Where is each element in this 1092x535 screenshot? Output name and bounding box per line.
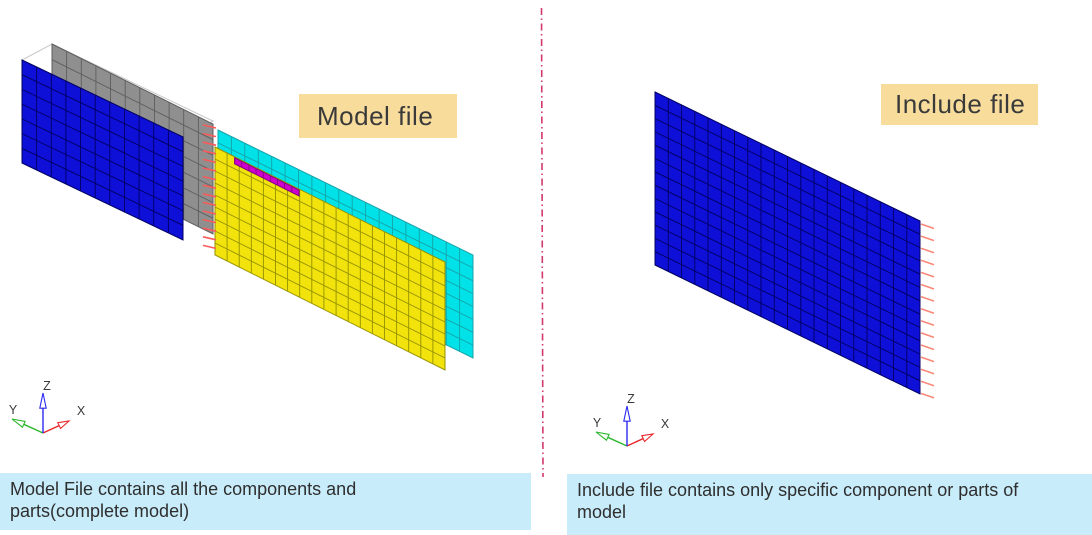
- axis-label-y: Y: [593, 416, 602, 430]
- axis-triad-model-file: X Y Z: [9, 379, 86, 434]
- axis-label-x: X: [77, 404, 86, 418]
- axis-y-arrow: [607, 436, 628, 447]
- plate-seam-weld-magenta: [234, 156, 300, 197]
- axis-y-arrowhead: [11, 418, 26, 429]
- model-file-caption-text: Model File contains all the components a…: [10, 479, 357, 521]
- axis-label-x: X: [661, 417, 670, 431]
- include-file-label: Include file: [881, 84, 1038, 125]
- axis-z-arrowhead: [39, 392, 47, 409]
- axis-label-y: Y: [9, 403, 18, 417]
- connector-ticks-right: [920, 223, 935, 399]
- axis-z-arrowhead: [623, 405, 631, 422]
- axis-x-arrowhead: [56, 420, 71, 430]
- axis-x-arrow: [626, 437, 644, 447]
- plate-front-panel-yellow: [214, 146, 446, 371]
- axis-y-arrowhead: [595, 431, 610, 442]
- connector-ticks-left: [202, 124, 217, 250]
- plate-include-panel-blue: [654, 91, 921, 395]
- model-file-label: Model file: [299, 94, 457, 138]
- divider-line: [540, 7, 544, 478]
- include-file-caption-text: Include file contains only specific comp…: [577, 480, 1019, 522]
- axis-x-arrow: [42, 424, 60, 434]
- axis-label-z: Z: [627, 392, 635, 406]
- plate-front-web-blue: [21, 59, 184, 241]
- axis-x-arrowhead: [640, 433, 655, 443]
- model-file-caption: Model File contains all the components a…: [0, 473, 531, 530]
- axis-label-z: Z: [43, 379, 51, 393]
- axis-triad-include-file: X Y Z: [593, 392, 670, 447]
- include-file-caption: Include file contains only specific comp…: [567, 474, 1092, 535]
- axis-y-arrow: [23, 423, 44, 434]
